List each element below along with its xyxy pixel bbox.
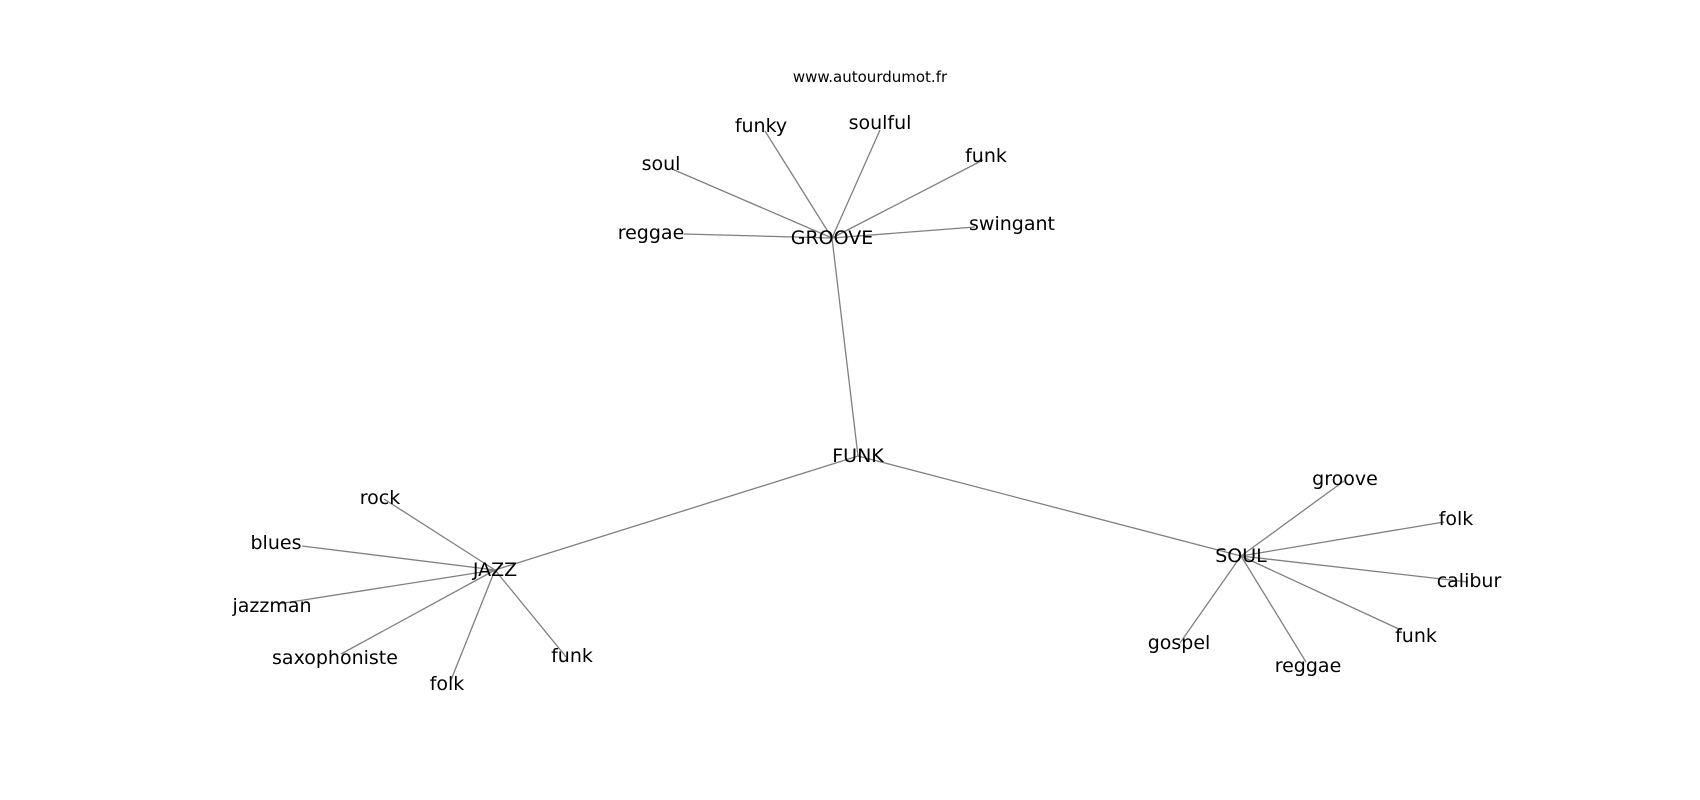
edge-jazz-saxophoniste [340, 569, 496, 655]
edge-jazz-funk [494, 569, 568, 659]
edge-jazz-folk [450, 569, 496, 681]
edge-groove-soul [671, 168, 833, 239]
edge-soul-funk [1240, 555, 1402, 631]
graph-labels: www.autourdumot.fr reggae soul funky soulfu… [231, 68, 1501, 695]
edge-soul-gospel [1179, 555, 1242, 644]
edge-jazz-blues [301, 545, 496, 571]
edge-groove-soulful [831, 129, 881, 239]
edge-soul-groove [1240, 480, 1345, 557]
site-title: www.autourdumot.fr [793, 68, 948, 86]
leaf-node-jazz-jazzman[interactable]: jazzman [231, 595, 311, 617]
leaf-node-soul-calibur[interactable]: calibur [1437, 570, 1502, 592]
leaf-node-groove-funk[interactable]: funk [965, 145, 1007, 167]
leaf-node-groove-soulful[interactable]: soulful [849, 112, 912, 134]
edge-jazz-rock [383, 498, 496, 571]
edge-jazz-jazzman [277, 569, 496, 605]
leaf-node-groove-swingant[interactable]: swingant [969, 213, 1055, 235]
leaf-node-soul-reggae[interactable]: reggae [1275, 655, 1342, 677]
edge-groove-swingant [831, 226, 976, 239]
leaf-node-jazz-funk[interactable]: funk [551, 645, 593, 667]
leaf-node-groove-funky[interactable]: funky [735, 115, 787, 137]
leaf-node-jazz-saxophoniste[interactable]: saxophoniste [272, 647, 398, 669]
leaf-node-groove-reggae[interactable]: reggae [618, 222, 685, 244]
leaf-node-soul-gospel[interactable]: gospel [1148, 632, 1211, 654]
leaf-node-groove-soul[interactable]: soul [642, 153, 681, 175]
edge-groove-reggae [683, 233, 833, 239]
edge-groove-funk [831, 159, 984, 239]
hub-node-groove[interactable]: GROOVE [791, 227, 874, 249]
leaf-node-jazz-rock[interactable]: rock [360, 487, 400, 509]
leaf-node-soul-groove[interactable]: groove [1312, 468, 1378, 490]
edge-center-groove [831, 237, 859, 457]
edge-center-soul [857, 455, 1242, 557]
leaf-node-jazz-blues[interactable]: blues [251, 532, 302, 554]
edge-center-jazz [494, 455, 859, 571]
hub-node-jazz[interactable]: JAZZ [472, 559, 517, 581]
hub-node-soul[interactable]: SOUL [1215, 545, 1267, 567]
edge-soul-reggae [1240, 555, 1307, 663]
edge-groove-funky [764, 130, 833, 239]
edge-soul-calibur [1240, 555, 1469, 583]
leaf-node-soul-funk[interactable]: funk [1395, 625, 1437, 647]
leaf-node-soul-folk[interactable]: folk [1439, 508, 1474, 530]
graph-edges [277, 129, 1469, 681]
leaf-node-jazz-folk[interactable]: folk [430, 673, 465, 695]
center-node-funk[interactable]: FUNK [832, 445, 884, 467]
edge-soul-folk [1240, 521, 1445, 557]
